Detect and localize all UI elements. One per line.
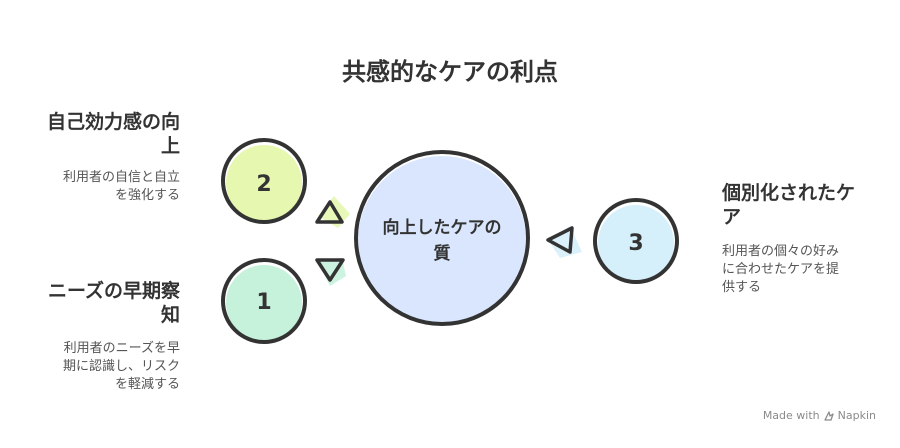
center-node-outline <box>354 150 530 326</box>
node-3-description-line3: 供する <box>722 280 762 295</box>
node-1-description-line2: 期に認識し、リスク <box>62 359 180 374</box>
node-1-outline <box>221 258 307 344</box>
node-3-heading-line1: 個別化されたケ <box>722 182 856 204</box>
node-3-outline <box>593 198 679 284</box>
watermark-text: Made with <box>762 409 820 422</box>
node-2-heading-line1: 自己効力感の向 <box>46 111 180 133</box>
center-node: 向上したケアの 質 <box>354 150 530 326</box>
node-1-description-line1: 利用者のニーズを早 <box>63 341 180 356</box>
node-1-description-line3: を軽減する <box>114 377 180 392</box>
node-2-number: 2 <box>256 172 271 197</box>
node-2-outline <box>221 138 307 224</box>
arrow-left-splash <box>548 226 582 258</box>
node-1-number: 1 <box>256 290 271 315</box>
node-1-description: 利用者のニーズを早 期に認識し、リスク を軽減する <box>0 340 180 394</box>
node-1-heading-line2: 知 <box>160 304 180 326</box>
arrow-down-outline <box>315 258 345 282</box>
node-3-fill <box>598 205 674 281</box>
node-2-fill <box>226 145 302 221</box>
node-3-number: 3 <box>628 231 643 256</box>
node-3-heading-line2: ア <box>722 206 742 228</box>
node-2-heading-line2: 上 <box>160 135 180 157</box>
node-2: 2 <box>221 138 307 224</box>
center-node-label-line1: 向上したケアの <box>383 217 502 238</box>
node-3-description-line1: 利用者の個々の好み <box>722 244 840 259</box>
watermark-brand: Napkin <box>837 409 876 422</box>
node-1: 1 <box>221 258 307 344</box>
center-node-label-line2: 質 <box>434 243 451 264</box>
arrow-down-icon <box>315 258 346 286</box>
node-1-fill <box>226 265 302 341</box>
diagram-title: 共感的なケアの利点 <box>342 58 558 86</box>
node-3-description-line2: に合わせたケアを提 <box>722 262 840 277</box>
node-1-heading: ニーズの早期察 知 <box>0 279 180 327</box>
arrow-up-outline <box>315 200 344 224</box>
node-2-description-line1: 利用者の自信と自立 <box>62 170 180 185</box>
node-2-heading: 自己効力感の向 上 <box>0 110 180 158</box>
watermark: Made with Napkin <box>763 409 876 422</box>
node-2-description-line2: を強化する <box>114 188 180 203</box>
node-3-description: 利用者の個々の好み に合わせたケアを提 供する <box>722 243 882 297</box>
node-3: 3 <box>593 198 679 284</box>
node-2-description: 利用者の自信と自立 を強化する <box>0 169 180 205</box>
node-1-heading-line1: ニーズの早期察 <box>47 280 180 302</box>
center-node-fill <box>358 156 526 324</box>
napkin-logo-icon <box>823 410 834 421</box>
arrow-left-icon <box>546 226 582 258</box>
arrow-left-outline <box>546 226 574 254</box>
arrow-up-icon <box>315 196 350 228</box>
node-3-heading: 個別化されたケ ア <box>722 181 882 229</box>
